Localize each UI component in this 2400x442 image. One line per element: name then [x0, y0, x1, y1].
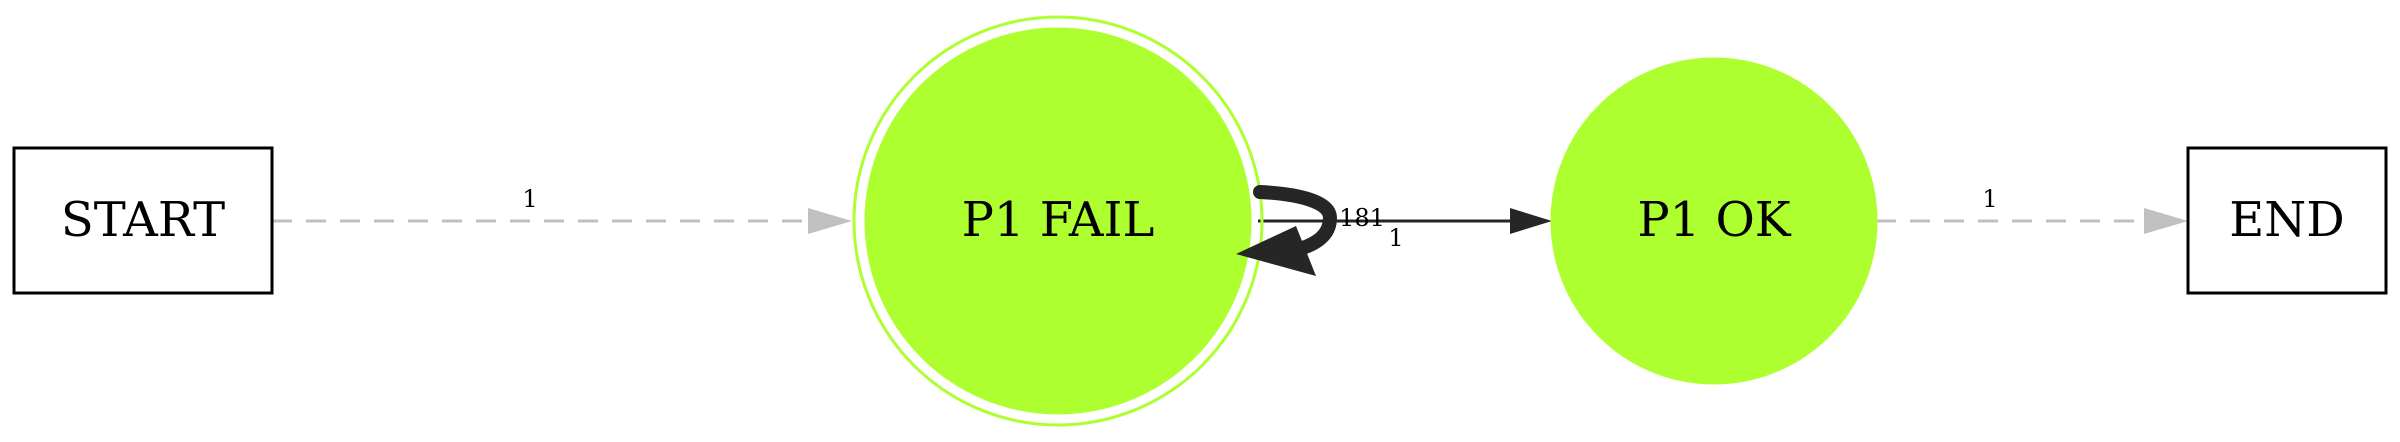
- edge-ok-to-end-label: 1: [1982, 185, 1997, 213]
- node-start-label: START: [61, 192, 225, 248]
- edge-start-to-fail-label: 1: [522, 185, 537, 213]
- edge-fail-self-loop: 181: [1236, 185, 1385, 276]
- edge-ok-to-end: 1: [1876, 185, 2188, 234]
- node-end[interactable]: END: [2186, 146, 2388, 295]
- node-p1-fail[interactable]: P1 FAIL: [852, 15, 1264, 427]
- node-p1-fail-outer-ring: [852, 15, 1264, 427]
- node-end-box: [2186, 146, 2388, 295]
- edge-fail-self-loop-path: [1253, 185, 1338, 257]
- node-p1-fail-label: P1 FAIL: [962, 192, 1155, 248]
- edge-start-to-fail: 1: [272, 185, 852, 234]
- edge-fail-self-loop-arrowhead: [1236, 226, 1316, 276]
- edge-fail-to-ok-label: 1: [1388, 224, 1403, 252]
- edge-fail-to-ok-arrowhead: [1510, 208, 1552, 234]
- node-p1-fail-circle: [864, 27, 1252, 415]
- node-start-box: [12, 146, 274, 295]
- edge-fail-self-loop-label: 181: [1339, 204, 1385, 232]
- node-p1-ok[interactable]: P1 OK: [1550, 57, 1878, 385]
- edge-fail-to-ok: 1: [1258, 208, 1552, 252]
- node-p1-ok-label: P1 OK: [1637, 192, 1791, 248]
- edge-ok-to-end-arrowhead: [2144, 208, 2188, 234]
- node-p1-ok-circle: [1550, 57, 1878, 385]
- node-start[interactable]: START: [12, 146, 274, 295]
- edge-start-to-fail-arrowhead: [808, 208, 852, 234]
- node-end-label: END: [2229, 192, 2345, 248]
